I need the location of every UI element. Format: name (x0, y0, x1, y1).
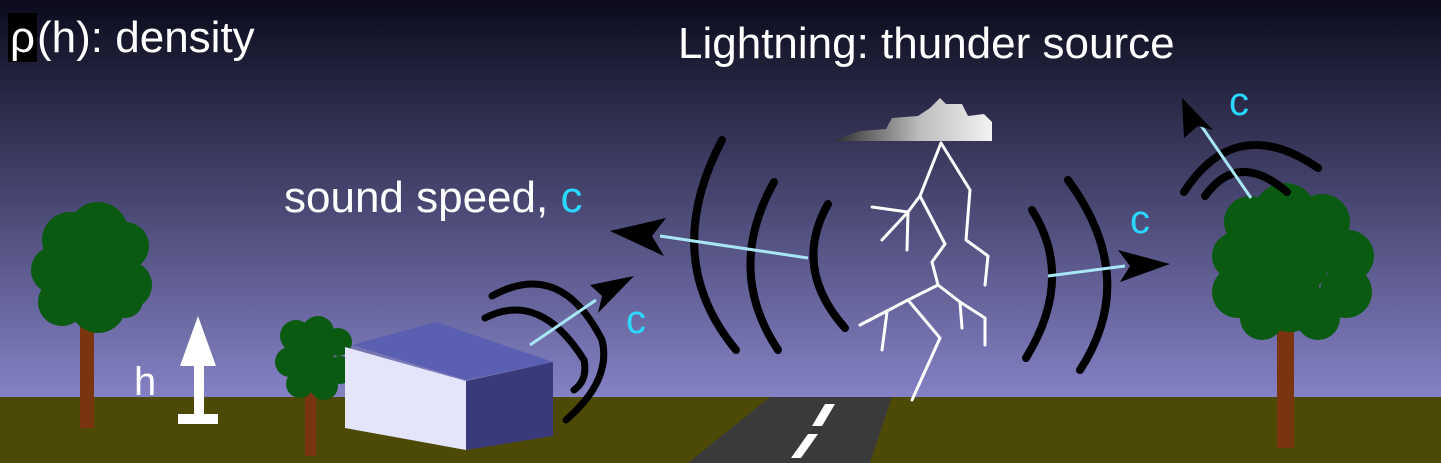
wave-fronts-right (1022, 176, 1112, 374)
height-label: h (134, 360, 157, 404)
arrowhead-house (590, 276, 634, 313)
arrowhead-right (1118, 250, 1170, 282)
ray-left (659, 234, 809, 260)
road-center-dashes (791, 404, 835, 458)
c-label-house: c (626, 298, 646, 342)
ray-house (529, 298, 597, 347)
ray-upper-right (1198, 123, 1253, 199)
height-arrow (178, 316, 218, 424)
sound-speed-symbol: c (560, 173, 583, 222)
storm-cloud (832, 98, 992, 141)
lightning-label: Lightning: thunder source (678, 19, 1175, 68)
sound-rays (529, 98, 1253, 347)
house (345, 322, 553, 450)
density-label: ρ(h): density (8, 13, 255, 62)
road (688, 397, 892, 463)
wave-fronts-left (690, 136, 849, 354)
sound-speed-label: sound speed, c (284, 176, 582, 220)
ray-right (1047, 264, 1126, 278)
arrowhead-upper-right (1182, 98, 1213, 138)
wave-fronts-upper-right (1180, 140, 1322, 200)
c-label-right: c (1130, 198, 1150, 242)
tree-right (1212, 183, 1374, 448)
arrowhead-left (610, 218, 666, 256)
density-text: (h): density (37, 13, 255, 62)
tree-small (275, 316, 354, 456)
c-label-upper-right: c (1229, 80, 1249, 124)
tree-left (31, 202, 152, 428)
rho-symbol: ρ (8, 13, 38, 62)
wave-fronts-house (481, 280, 608, 424)
sound-speed-text: sound speed, (284, 173, 561, 222)
lightning-bolt (858, 141, 990, 402)
